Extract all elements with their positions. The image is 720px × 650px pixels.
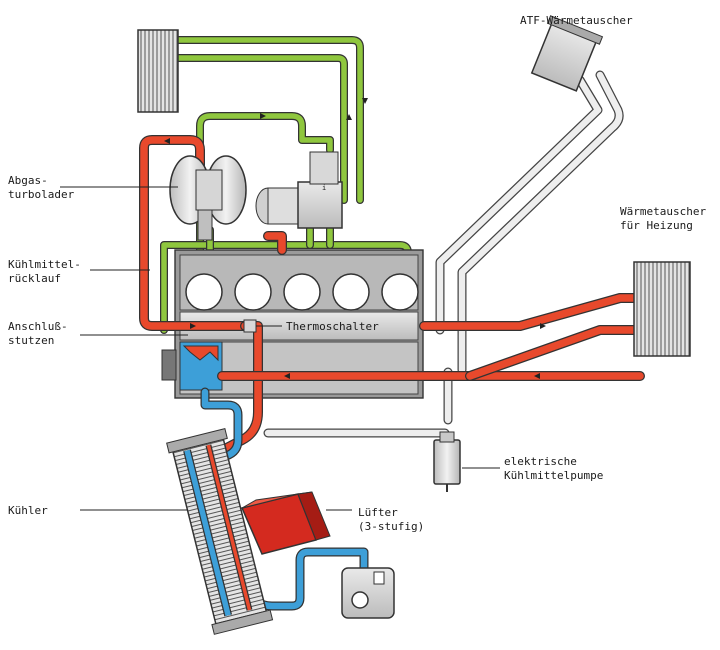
label-turbocharger-line2: turbolader — [8, 188, 75, 201]
label-connector-line2: stutzen — [8, 334, 54, 347]
flow-arrows — [164, 98, 546, 379]
label-turbocharger-line1: Abgas- — [8, 174, 48, 187]
label-connector-line1: Anschluß- — [8, 320, 68, 333]
label-radiator: Kühler — [8, 504, 48, 517]
thermoswitch-icon — [243, 319, 257, 333]
atf-heat-exchanger — [530, 15, 604, 92]
label-electric-pump-line2: Kühlmittelpumpe — [504, 469, 603, 482]
label-fan-line2: (3-stufig) — [358, 520, 424, 533]
atf-lines — [435, 70, 624, 375]
housing-mark: i — [322, 184, 326, 192]
label-atf-heat-exchanger: ATF-Wärmetauscher — [520, 14, 633, 27]
turbocharger — [169, 155, 247, 241]
label-return-line1: Kühlmittel- — [8, 258, 81, 271]
radiator — [166, 428, 274, 635]
water-pump-pulley — [161, 349, 177, 381]
thermostat-housing: i — [255, 151, 343, 229]
label-heater-core-line1: Wärmetauscher — [620, 205, 706, 218]
top-heat-exchanger — [137, 29, 179, 113]
leader-lines — [60, 186, 500, 511]
label-electric-pump-line1: elektrische — [504, 455, 577, 468]
electric-coolant-pump — [433, 431, 461, 492]
hot-coolant-lines — [139, 135, 645, 467]
expansion-tank — [341, 567, 395, 619]
fan-icon — [240, 491, 331, 555]
label-heater-core-line2: für Heizung — [620, 219, 693, 232]
label-thermoswitch: Thermoschalter — [286, 320, 379, 333]
heater-core — [633, 261, 691, 357]
label-return-line2: rücklauf — [8, 272, 61, 285]
cylinders — [185, 273, 419, 311]
label-fan-line1: Lüfter — [358, 506, 398, 519]
